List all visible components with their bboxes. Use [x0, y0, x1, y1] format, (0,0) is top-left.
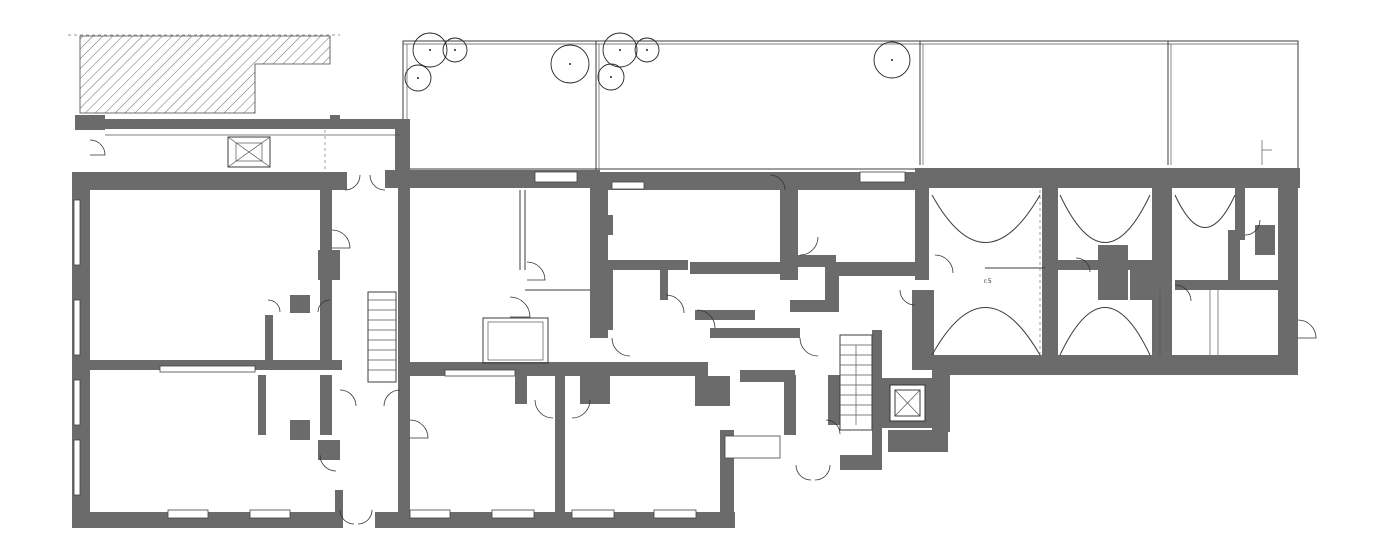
lift-shaft: [889, 384, 926, 422]
staircase-east: [839, 334, 873, 431]
interior-partitions: [105, 130, 1219, 364]
skylight-symbol: [227, 136, 271, 168]
staircase-west: [367, 291, 397, 383]
walls: [72, 115, 1300, 528]
door-swings: [89, 139, 1317, 525]
room-label: r.5: [984, 278, 992, 285]
windows: [73, 171, 906, 519]
hatched-neighbour-building: [68, 34, 340, 114]
tree-symbols: [404, 32, 911, 92]
courtyard: [402, 40, 1299, 170]
vaulted-ceilings: [931, 194, 1236, 356]
